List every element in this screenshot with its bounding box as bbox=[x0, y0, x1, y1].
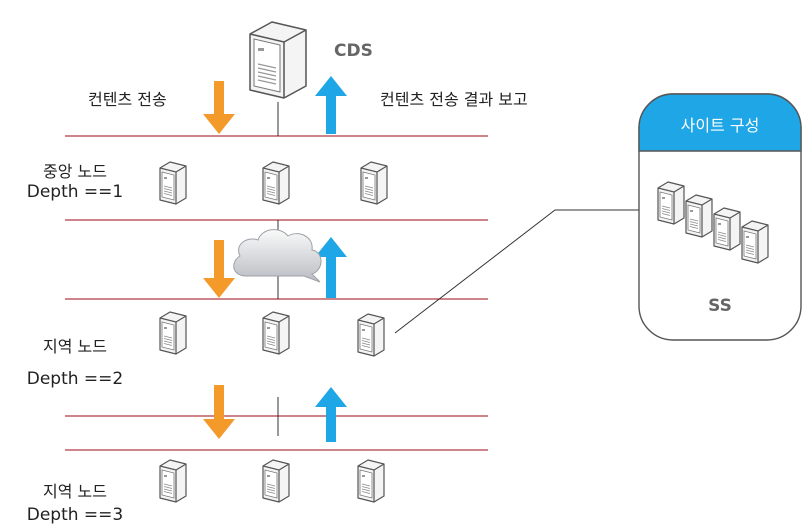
tier-2-name: 지역 노드 bbox=[43, 337, 107, 356]
tier-1-depth: Depth ==1 bbox=[26, 182, 124, 202]
site-header bbox=[638, 93, 802, 152]
tier-3-depth: Depth ==3 bbox=[26, 505, 124, 525]
tier-3-name: 지역 노드 bbox=[43, 482, 107, 501]
blue-up-arrow-icon bbox=[315, 387, 347, 442]
server-icon bbox=[159, 311, 187, 355]
server-icon bbox=[262, 459, 290, 503]
cloud-icon bbox=[233, 229, 322, 283]
tier-1-name: 중앙 노드 bbox=[43, 162, 107, 181]
site-connector-line bbox=[394, 209, 640, 334]
server-icon bbox=[357, 459, 385, 503]
orange-down-arrow-icon bbox=[203, 81, 235, 134]
cds-label: CDS bbox=[334, 41, 373, 61]
server-icon bbox=[357, 313, 385, 357]
site-label: SS bbox=[708, 296, 732, 316]
server-icon bbox=[159, 161, 187, 205]
site-title: 사이트 구성 bbox=[680, 116, 760, 135]
blue-up-arrow-icon bbox=[315, 76, 347, 134]
blue-up-arrow-icon bbox=[315, 237, 347, 298]
tier-lines bbox=[65, 135, 488, 451]
orange-down-arrow-icon bbox=[203, 385, 235, 439]
server-icon bbox=[262, 311, 290, 355]
server-icon bbox=[360, 161, 388, 205]
server-icon bbox=[262, 161, 290, 205]
cds-server-icon bbox=[249, 21, 307, 99]
server-icon bbox=[159, 459, 187, 503]
result-report-label: 컨텐츠 전송 결과 보고 bbox=[380, 90, 528, 109]
tier-2-depth: Depth ==2 bbox=[26, 369, 124, 389]
orange-down-arrow-icon bbox=[203, 240, 235, 298]
content-transfer-label: 컨텐츠 전송 bbox=[88, 90, 167, 109]
